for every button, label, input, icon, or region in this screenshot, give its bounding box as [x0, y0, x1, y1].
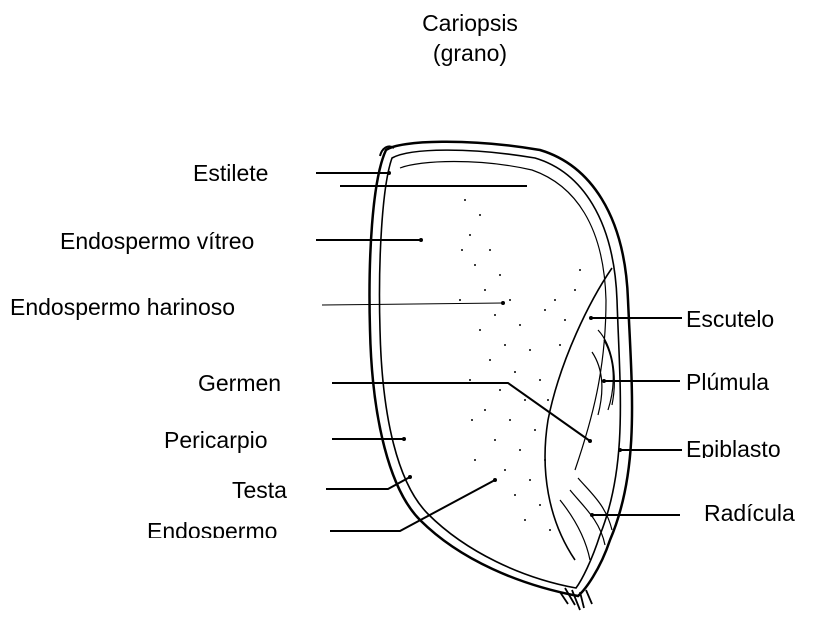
floury-endosperm-stipple [459, 199, 581, 531]
marker-dots [387, 171, 622, 517]
label-plumula: Plúmula [686, 369, 769, 395]
label-epiblasto: Epiblasto [686, 436, 781, 458]
label-estilete: Estilete [193, 160, 268, 186]
stylus-tip [380, 146, 394, 156]
leader-endospermo-harinoso [322, 303, 503, 305]
leader-endospermo [330, 480, 495, 531]
label-germen: Germen [198, 370, 281, 396]
label-pericarpio: Pericarpio [164, 427, 268, 453]
base-tuft [560, 588, 592, 610]
label-radicula: Radícula [704, 500, 795, 526]
scutellum-boundary [545, 268, 612, 560]
label-testa: Testa [232, 477, 287, 503]
label-endospermo-vitreo: Endospermo vítreo [60, 228, 254, 254]
label-endospermo-harinoso: Endospermo harinoso [10, 294, 235, 320]
endosperm-outline [400, 162, 606, 471]
label-endospermo: Endospermo [147, 518, 277, 538]
grain-outer-outline [370, 142, 633, 596]
leader-germen [332, 383, 590, 441]
label-escutelo: Escutelo [686, 306, 774, 332]
